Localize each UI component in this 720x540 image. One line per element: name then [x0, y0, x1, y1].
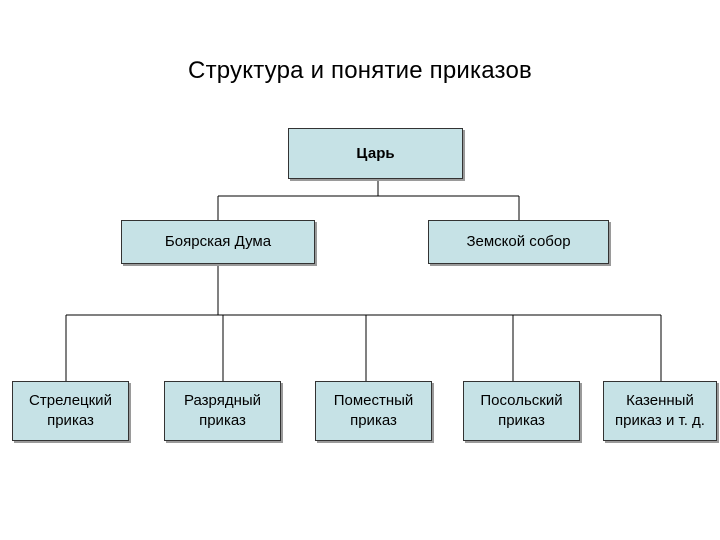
node-streletsky-prikaz: Стрелецкий приказ [12, 381, 129, 441]
node-tsar: Царь [288, 128, 463, 179]
node-boyar-duma: Боярская Дума [121, 220, 315, 264]
node-pomestny-prikaz: Поместный приказ [315, 381, 432, 441]
node-posolsky-prikaz: Посольский приказ [463, 381, 580, 441]
node-razryadny-prikaz: Разрядный приказ [164, 381, 281, 441]
diagram-title: Структура и понятие приказов [188, 57, 532, 84]
node-zemsky-sobor: Земской собор [428, 220, 609, 264]
node-kazenny-prikaz: Казенный приказ и т. д. [603, 381, 717, 441]
